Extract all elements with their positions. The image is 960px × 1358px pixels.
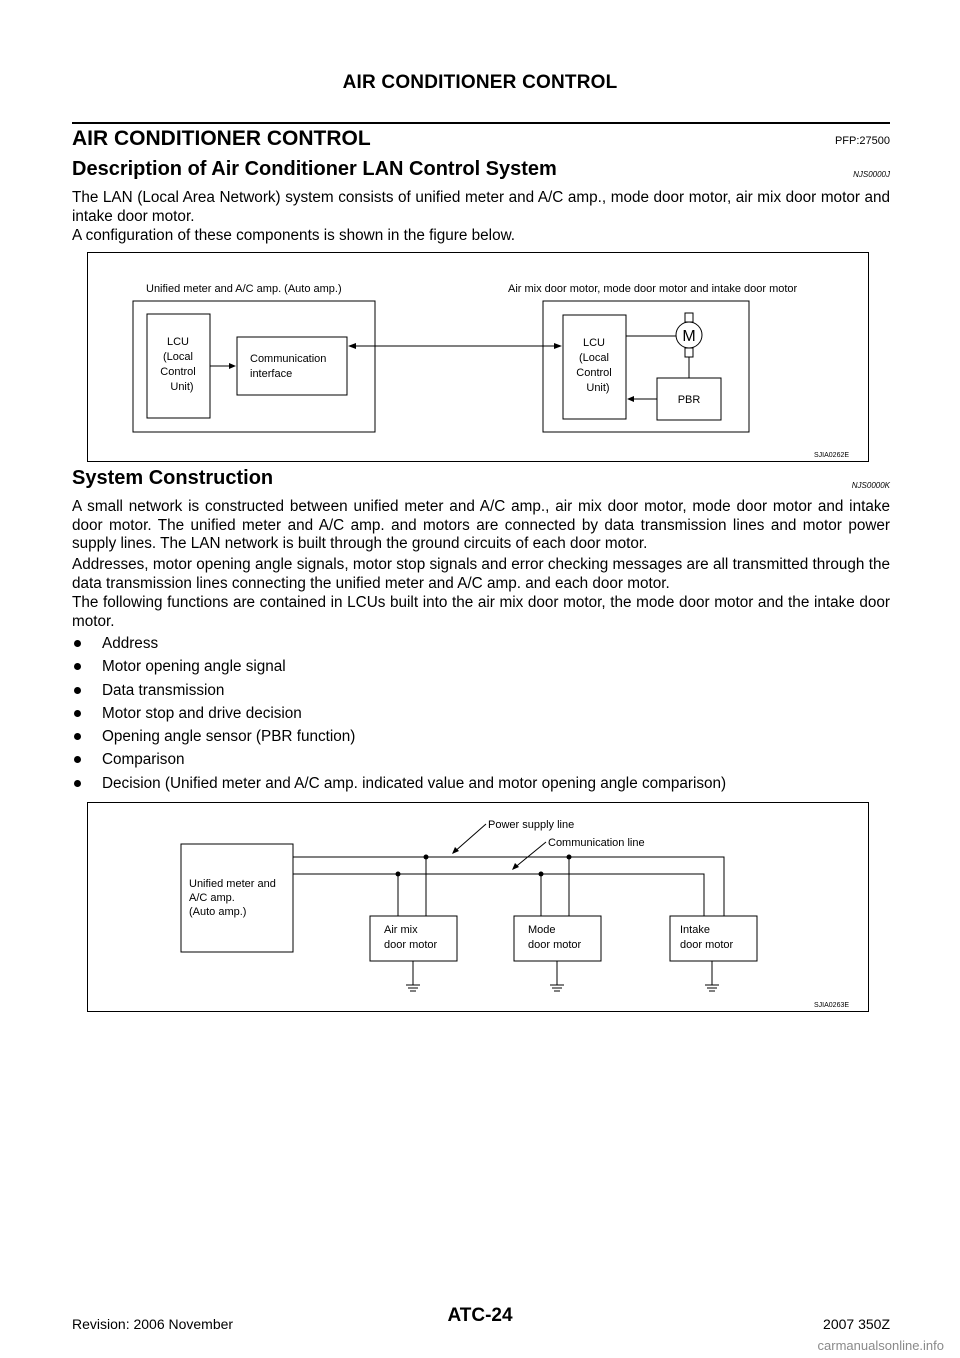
construction-code: NJS0000K [851, 481, 890, 490]
intake-line-2: door motor [680, 939, 734, 951]
communication-line [293, 873, 705, 916]
list-item: Data transmission [72, 681, 726, 704]
list-item: Comparison [72, 750, 726, 773]
communication-line-label: Communication line [548, 837, 645, 849]
lcu-left-line-4: Unit) [170, 381, 193, 393]
lcu-right-box [562, 314, 627, 420]
lcu-function-list: Address Motor opening angle signal Data … [72, 634, 726, 797]
mode-power-junction [566, 854, 572, 860]
amp-line-3: (Auto amp.) [189, 906, 246, 918]
construction-paragraph-2: Addresses, motor opening angle signals, … [72, 556, 890, 592]
lcu-to-comm-arrowhead [229, 363, 236, 369]
comm-line-2: interface [250, 368, 292, 380]
description-paragraph-2: A configuration of these components is s… [72, 227, 516, 244]
mode-line-2: door motor [528, 939, 582, 951]
list-item: Motor opening angle signal [72, 657, 726, 680]
page-header-title: AIR CONDITIONER CONTROL [342, 72, 618, 93]
lcu-left-line-1: LCU [167, 336, 189, 348]
header-rule [72, 122, 890, 124]
auto-amp-box [180, 843, 294, 953]
mode-door-motor-box [513, 915, 602, 962]
air-mix-door-motor-box [369, 915, 458, 962]
pbr-to-lcu-arrowhead [627, 396, 634, 402]
revision-date: Revision: 2006 November [72, 1316, 234, 1332]
lcu-left-line-3: Control [160, 366, 195, 378]
power-label-arrowhead [452, 847, 459, 854]
amp-line-1: Unified meter and [189, 878, 276, 890]
mode-line-1: Mode [528, 924, 556, 936]
construction-paragraph-1: A small network is constructed between u… [72, 498, 890, 553]
figure1-right-title: Air mix door motor, mode door motor and … [508, 283, 798, 295]
lcu-left-line-2: (Local [163, 351, 193, 363]
power-supply-line-label: Power supply line [488, 819, 574, 831]
mode-comm-junction [538, 871, 544, 877]
motor-label: M [682, 328, 695, 345]
model-year: 2007 350Z [823, 1316, 890, 1332]
figure1-reference-code: SJIA0262E [814, 452, 849, 459]
motor-top-shaft [684, 312, 694, 323]
intake-door-motor-box [669, 915, 758, 962]
motor-symbol [675, 321, 703, 349]
communication-interface-box [236, 336, 348, 396]
comm-line-1: Communication [250, 353, 326, 365]
system-construction-figure: Power supply line Communication line Uni… [87, 802, 869, 1012]
intake-ground-symbol [705, 961, 719, 992]
watermark: carmanualsonline.info [817, 1338, 944, 1353]
comm-label-leader [512, 841, 547, 870]
auto-amp-box [132, 300, 376, 433]
mode-ground-symbol [550, 961, 564, 992]
lcu-right-line-4: Unit) [586, 382, 609, 394]
construction-title: System Construction [72, 467, 274, 489]
list-item: Motor stop and drive decision [72, 704, 726, 727]
lcu-right-line-1: LCU [583, 337, 605, 349]
power-label-leader [452, 823, 487, 854]
page-number: ATC-24 [447, 1305, 513, 1326]
list-item: Decision (Unified meter and A/C amp. ind… [72, 774, 726, 797]
description-code: NJS0000J [853, 170, 890, 179]
airmix-line-2: door motor [384, 939, 438, 951]
description-title: Description of Air Conditioner LAN Contr… [72, 158, 557, 180]
link-arrowhead-right [554, 343, 562, 349]
airmix-ground-symbol [406, 961, 420, 992]
airmix-comm-junction [395, 871, 401, 877]
construction-paragraph-3: The following functions are contained in… [72, 594, 890, 630]
pbr-label: PBR [678, 394, 701, 406]
list-item: Address [72, 634, 726, 657]
figure1-left-title: Unified meter and A/C amp. (Auto amp.) [146, 283, 342, 295]
door-motor-group-box [542, 300, 750, 433]
link-arrowhead-left [348, 343, 356, 349]
lcu-right-line-2: (Local [579, 352, 609, 364]
amp-line-2: A/C amp. [189, 892, 235, 904]
description-paragraph: The LAN (Local Area Network) system cons… [72, 189, 890, 225]
airmix-line-1: Air mix [384, 924, 418, 936]
airmix-power-junction [423, 854, 429, 860]
section-code: PFP:27500 [834, 135, 890, 147]
intake-line-1: Intake [680, 924, 710, 936]
comm-label-arrowhead [512, 863, 519, 870]
power-supply-line [293, 856, 725, 916]
section-title: AIR CONDITIONER CONTROL [72, 127, 371, 150]
lcu-right-line-3: Control [576, 367, 611, 379]
list-item: Opening angle sensor (PBR function) [72, 727, 726, 750]
motor-bottom-shaft [684, 347, 694, 358]
lan-configuration-figure: Unified meter and A/C amp. (Auto amp.) A… [87, 252, 869, 462]
figure2-reference-code: SJIA0263E [814, 1002, 849, 1009]
